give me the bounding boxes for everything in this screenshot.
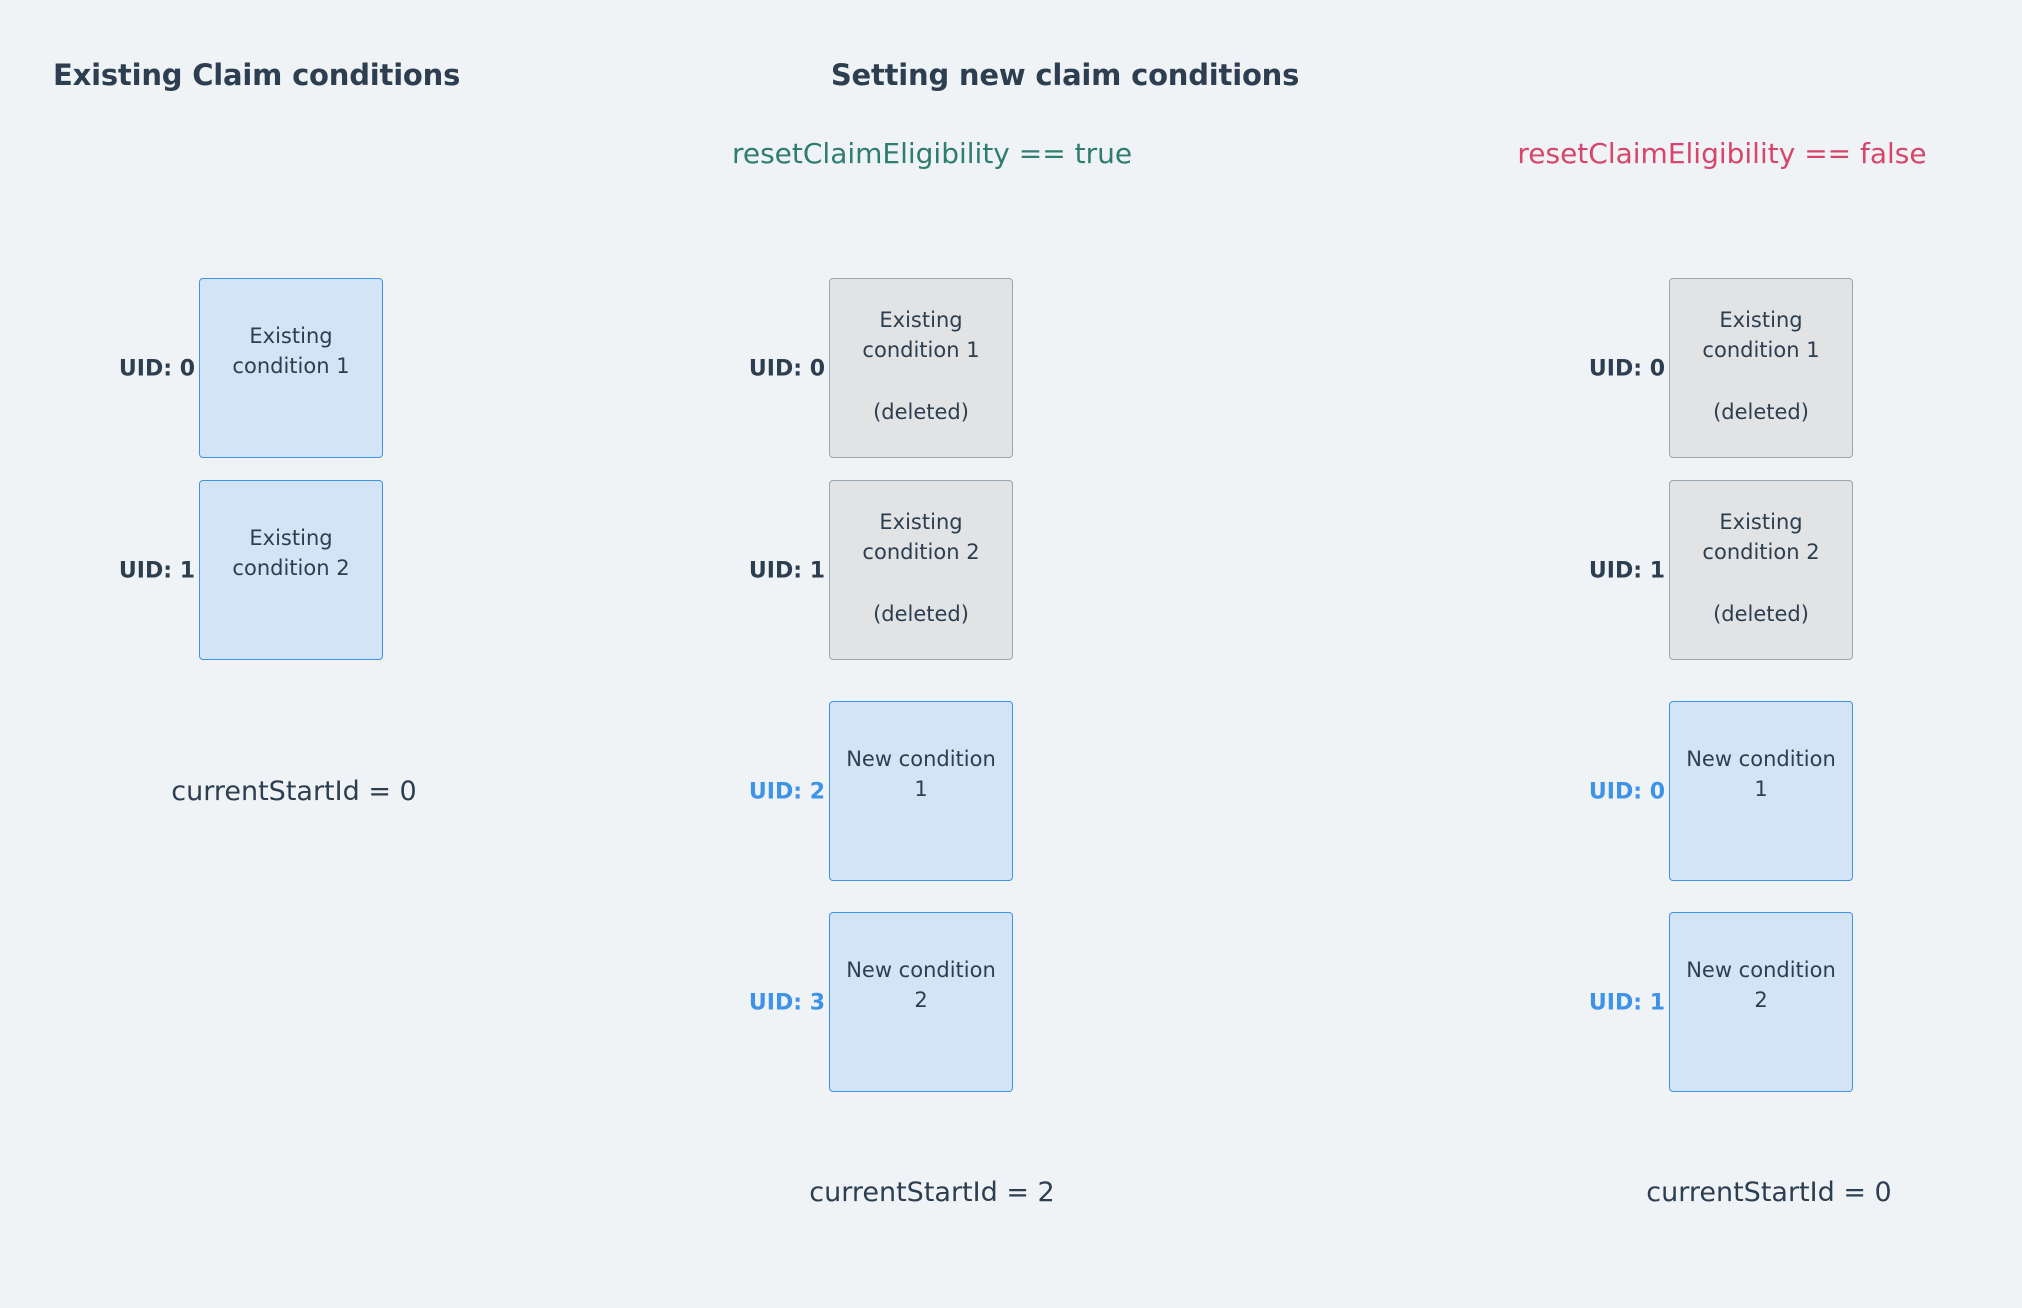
current-start-id-reset-true: currentStartId = 2 [809, 1177, 1055, 1208]
condition-box-title: Existing condition 2 [232, 525, 350, 580]
current-start-id-existing: currentStartId = 0 [171, 776, 417, 807]
uid-label: UID: 1 [118, 558, 195, 584]
condition-box-active: Existing condition 1 [199, 278, 383, 458]
condition-box-active: New condition 1 [829, 701, 1013, 881]
condition-box-deleted-note: (deleted) [1713, 399, 1809, 424]
uid-label: UID: 0 [118, 356, 195, 382]
condition-box-active: New condition 2 [829, 912, 1013, 1092]
condition-box-title: New condition 2 [846, 957, 996, 1012]
uid-label: UID: 2 [748, 779, 825, 805]
condition-box-deleted-note: (deleted) [1713, 601, 1809, 626]
page-title-existing-claim-conditions: Existing Claim conditions [53, 58, 461, 92]
current-start-id-reset-false: currentStartId = 0 [1646, 1177, 1892, 1208]
uid-label: UID: 3 [748, 990, 825, 1016]
condition-box-deleted: Existing condition 1 (deleted) [1669, 278, 1853, 458]
condition-box-deleted: Existing condition 2 (deleted) [1669, 480, 1853, 660]
condition-box-active: Existing condition 2 [199, 480, 383, 660]
condition-box-title: Existing condition 1 [1702, 308, 1820, 363]
condition-box-title: Existing condition 1 [232, 323, 350, 378]
condition-row: UID: 1 Existing condition 2 [0, 480, 420, 662]
uid-label: UID: 0 [1588, 356, 1665, 382]
condition-row: UID: 1 Existing condition 2 (deleted) [1470, 480, 1890, 662]
expression-reset-claim-eligibility-false: resetClaimEligibility == false [1517, 137, 1927, 170]
condition-row: UID: 1 Existing condition 2 (deleted) [630, 480, 1050, 662]
condition-box-title: Existing condition 2 [1702, 510, 1820, 565]
condition-row: UID: 2 New condition 1 [630, 701, 1050, 883]
condition-box-title: New condition 1 [846, 746, 996, 801]
condition-row: UID: 1 New condition 2 [1470, 912, 1890, 1094]
condition-box-active: New condition 1 [1669, 701, 1853, 881]
condition-box-deleted: Existing condition 1 (deleted) [829, 278, 1013, 458]
column-existing-conditions: UID: 0 Existing condition 1 UID: 1 Existing… [0, 0, 420, 1308]
page-title-setting-new-claim-conditions: Setting new claim conditions [830, 58, 1300, 92]
condition-row: UID: 0 Existing condition 1 (deleted) [630, 278, 1050, 460]
condition-row: UID: 0 Existing condition 1 [0, 278, 420, 460]
uid-label: UID: 1 [748, 558, 825, 584]
condition-box-active: New condition 2 [1669, 912, 1853, 1092]
condition-box-deleted-note: (deleted) [873, 601, 969, 626]
condition-row: UID: 3 New condition 2 [630, 912, 1050, 1094]
condition-box-title: Existing condition 1 [862, 308, 980, 363]
uid-label: UID: 0 [748, 356, 825, 382]
condition-box-deleted: Existing condition 2 (deleted) [829, 480, 1013, 660]
expression-reset-claim-eligibility-true: resetClaimEligibility == true [731, 137, 1133, 170]
uid-label: UID: 0 [1588, 779, 1665, 805]
condition-box-title: Existing condition 2 [862, 510, 980, 565]
condition-row: UID: 0 Existing condition 1 (deleted) [1470, 278, 1890, 460]
condition-box-title: New condition 1 [1686, 746, 1836, 801]
uid-label: UID: 1 [1588, 558, 1665, 584]
condition-box-deleted-note: (deleted) [873, 399, 969, 424]
condition-box-title: New condition 2 [1686, 957, 1836, 1012]
condition-row: UID: 0 New condition 1 [1470, 701, 1890, 883]
uid-label: UID: 1 [1588, 990, 1665, 1016]
